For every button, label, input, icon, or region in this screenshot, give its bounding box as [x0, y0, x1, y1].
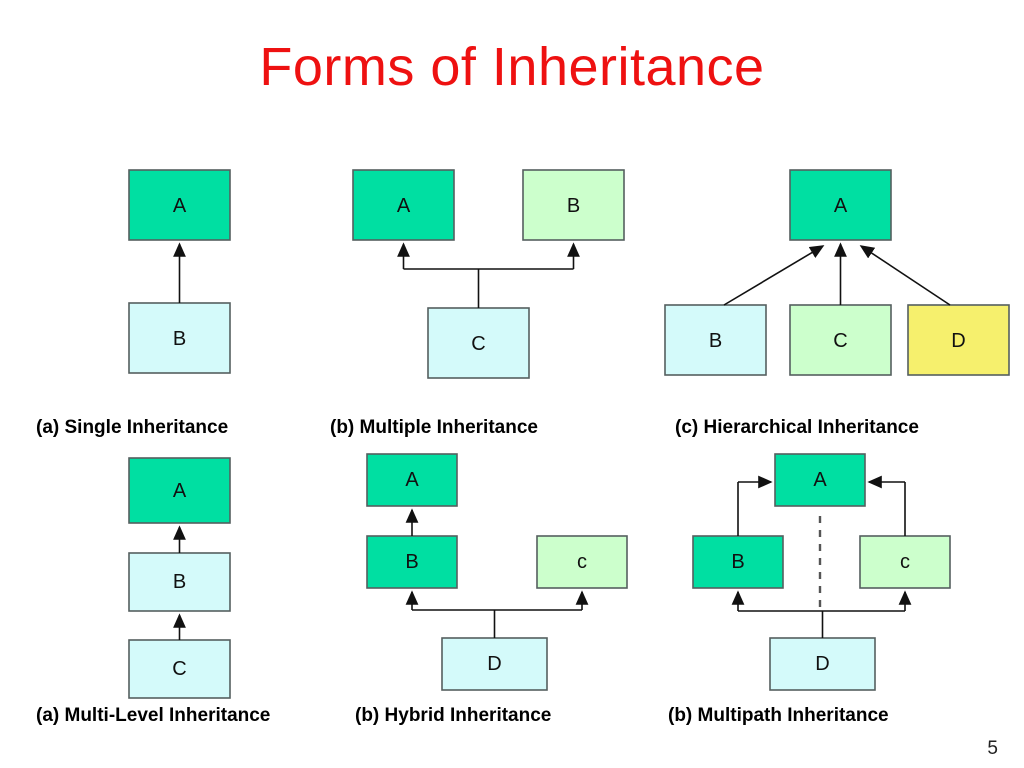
node-box-d[interactable] — [769, 637, 876, 691]
node-label-d: D — [815, 653, 829, 675]
node-label-a: A — [173, 195, 187, 217]
edge-b-to-a — [723, 245, 825, 306]
node-label-b: B — [731, 551, 744, 573]
node-label-c: C — [172, 658, 186, 680]
caption-multi-level-inheritance: (a) Multi-Level Inheritance — [36, 705, 271, 726]
node-label-b: B — [173, 328, 186, 350]
node-label-d: D — [951, 330, 965, 352]
node-label-a: A — [813, 469, 827, 491]
diagram-single-inheritance: A B — [128, 169, 231, 374]
diagram-multi-level-inheritance: A B C — [128, 457, 231, 699]
node-box-a[interactable] — [366, 453, 458, 507]
node-label-b: B — [567, 195, 580, 217]
node-label-c: C — [471, 333, 485, 355]
node-box-d[interactable] — [907, 304, 1010, 376]
diagram-hierarchical-inheritance: A B C D — [664, 169, 1010, 376]
edge-d-to-a — [859, 245, 951, 306]
node-box-b[interactable] — [128, 552, 231, 612]
caption-multipath-inheritance: (b) Multipath Inheritance — [668, 705, 889, 726]
diagram-multipath-inheritance: A B c D — [692, 453, 951, 691]
caption-hybrid-inheritance: (b) Hybrid Inheritance — [355, 705, 552, 726]
edge-b-to-a — [737, 475, 773, 536]
caption-single-inheritance: (a) Single Inheritance — [36, 417, 229, 438]
node-label-c: c — [577, 551, 587, 573]
edge-d-to-parents — [405, 590, 589, 638]
node-label-a: A — [397, 195, 411, 217]
node-label-a: A — [173, 480, 187, 502]
node-label-d: D — [487, 653, 501, 675]
node-box-a[interactable] — [128, 457, 231, 524]
node-box-a[interactable] — [128, 169, 231, 241]
node-box-c[interactable] — [536, 535, 628, 589]
caption-hierarchical-inheritance: (c) Hierarchical Inheritance — [675, 417, 919, 438]
diagram-hybrid-inheritance: A B c D — [366, 453, 628, 691]
node-box-a[interactable] — [774, 453, 866, 507]
node-box-b[interactable] — [522, 169, 625, 241]
page-title: Forms of Inheritance — [259, 37, 765, 97]
node-box-b[interactable] — [692, 535, 784, 589]
page-number: 5 — [987, 738, 998, 759]
node-label-c: C — [833, 330, 847, 352]
node-box-b[interactable] — [664, 304, 767, 376]
node-box-b[interactable] — [128, 302, 231, 374]
node-label-a: A — [405, 469, 419, 491]
node-label-b: B — [709, 330, 722, 352]
node-box-c[interactable] — [789, 304, 892, 376]
diagram-multiple-inheritance: A B C — [352, 169, 625, 379]
node-box-a[interactable] — [789, 169, 892, 241]
node-box-a[interactable] — [352, 169, 455, 241]
node-label-c: c — [900, 551, 910, 573]
node-label-a: A — [834, 195, 848, 217]
node-box-c[interactable] — [427, 307, 530, 379]
edge-c-to-a — [867, 475, 906, 536]
node-label-b: B — [173, 571, 186, 593]
caption-multiple-inheritance: (b) Multiple Inheritance — [330, 417, 538, 438]
node-label-b: B — [405, 551, 418, 573]
edge-d-to-parents — [731, 590, 912, 638]
edge-c-to-parents — [397, 242, 580, 308]
